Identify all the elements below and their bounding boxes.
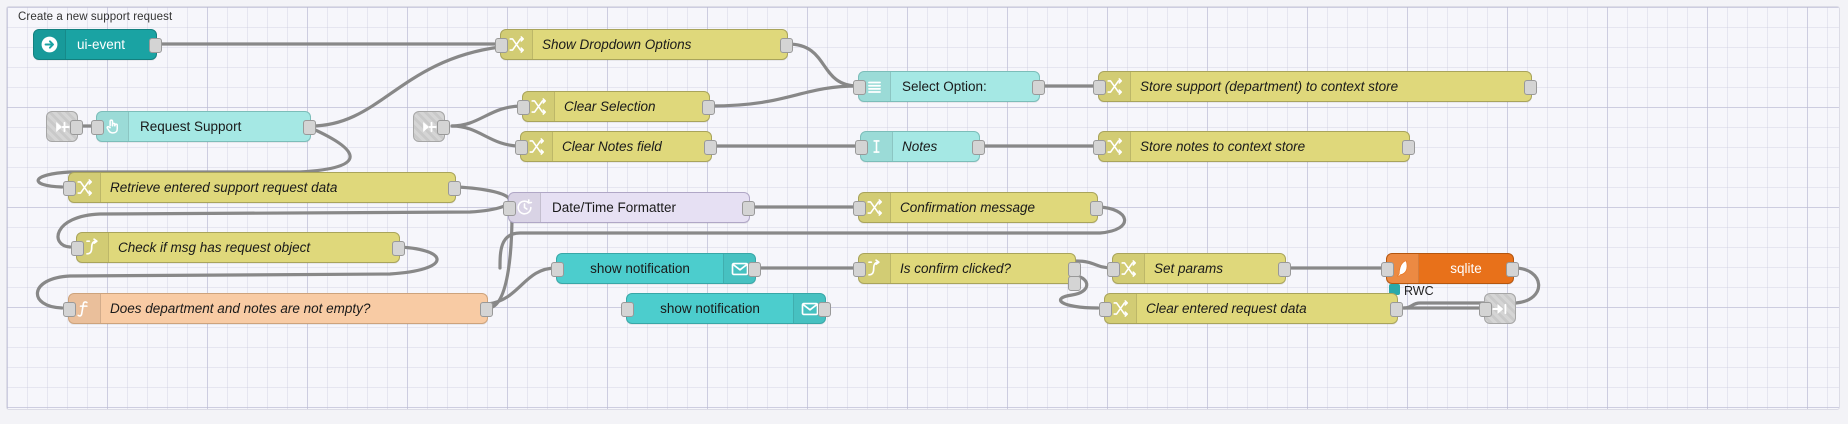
node-label: show notification xyxy=(660,301,760,316)
node-show-notification-1[interactable]: show notification xyxy=(551,253,761,284)
node-does-department-and-notes-are-not-empty[interactable]: Does department and notes are not empty? xyxy=(63,293,493,324)
input-port[interactable] xyxy=(853,261,866,277)
input-port[interactable] xyxy=(853,79,866,95)
output-port[interactable] xyxy=(1524,79,1537,95)
output-port[interactable] xyxy=(704,139,717,155)
output-port[interactable] xyxy=(1506,261,1519,277)
input-port[interactable] xyxy=(1099,301,1112,317)
output-port[interactable] xyxy=(1390,301,1403,317)
node-is-confirm-clicked[interactable]: Is confirm clicked? xyxy=(853,253,1081,291)
flow-title-label: Create a new support request xyxy=(18,11,173,23)
node-label: Date/Time Formatter xyxy=(552,200,677,215)
output-port[interactable] xyxy=(1402,139,1415,155)
output-port[interactable] xyxy=(437,119,450,135)
output-port[interactable] xyxy=(972,139,985,155)
node-label: Store support (department) to context st… xyxy=(1140,79,1399,94)
node-label: Show Dropdown Options xyxy=(542,37,692,52)
output-port[interactable] xyxy=(1278,261,1291,277)
node-link-in-b[interactable] xyxy=(413,111,450,142)
node-show-dropdown-options[interactable]: Show Dropdown Options xyxy=(495,29,793,60)
arrow-right-circle-icon xyxy=(34,30,66,59)
output-port[interactable] xyxy=(780,37,793,53)
input-port[interactable] xyxy=(503,200,516,216)
input-port[interactable] xyxy=(1479,301,1492,317)
input-port[interactable] xyxy=(63,180,76,196)
node-link-in-a[interactable] xyxy=(46,111,83,142)
input-port[interactable] xyxy=(515,139,528,155)
node-store-support-to-context-store[interactable]: Store support (department) to context st… xyxy=(1093,71,1537,102)
node-notes[interactable]: Notes xyxy=(855,131,985,162)
node-label: Select Option: xyxy=(902,79,987,94)
node-label: Request Support xyxy=(140,119,242,134)
node-label: show notification xyxy=(590,261,690,276)
node-retrieve-entered-support-request-data[interactable]: Retrieve entered support request data xyxy=(63,172,461,203)
node-request-support[interactable]: Request Support xyxy=(91,111,316,142)
node-label: Retrieve entered support request data xyxy=(110,180,338,195)
node-label: Does department and notes are not empty? xyxy=(110,301,371,316)
output-port[interactable] xyxy=(149,37,162,53)
node-label: Is confirm clicked? xyxy=(900,261,1012,276)
input-port[interactable] xyxy=(517,99,530,115)
output-port[interactable] xyxy=(742,200,755,216)
output-port[interactable] xyxy=(448,180,461,196)
node-clear-selection[interactable]: Clear Selection xyxy=(517,91,715,122)
input-port[interactable] xyxy=(1381,261,1394,277)
output-port[interactable] xyxy=(1032,79,1045,95)
node-select-option[interactable]: Select Option: xyxy=(853,71,1045,102)
output-port[interactable] xyxy=(1090,200,1103,216)
output-port[interactable] xyxy=(748,261,761,277)
node-label: Clear entered request data xyxy=(1146,301,1307,316)
node-label: Store notes to context store xyxy=(1140,139,1306,154)
node-link-out[interactable] xyxy=(1479,293,1516,324)
input-port[interactable] xyxy=(1107,261,1120,277)
input-port[interactable] xyxy=(1093,139,1106,155)
output-port-1[interactable] xyxy=(1068,262,1081,277)
node-ui-event[interactable]: ui-event xyxy=(33,29,162,60)
output-port-2[interactable] xyxy=(1068,276,1081,291)
node-show-notification-2[interactable]: show notification xyxy=(621,293,831,324)
output-port[interactable] xyxy=(818,301,831,317)
node-clear-notes-field[interactable]: Clear Notes field xyxy=(515,131,717,162)
node-label: Notes xyxy=(902,139,938,154)
output-port[interactable] xyxy=(70,119,83,135)
node-label: sqlite xyxy=(1450,261,1482,276)
input-port[interactable] xyxy=(1093,79,1106,95)
node-confirmation-message[interactable]: Confirmation message xyxy=(853,192,1103,223)
node-sqlite[interactable]: sqlite xyxy=(1381,253,1519,284)
node-clear-entered-request-data[interactable]: Clear entered request data xyxy=(1099,293,1403,324)
node-check-if-msg-has-request-object[interactable]: Check if msg has request object xyxy=(71,232,405,263)
sqlite-status-text: RWC xyxy=(1404,284,1434,298)
node-label: Set params xyxy=(1154,261,1224,276)
input-port[interactable] xyxy=(855,139,868,155)
sqlite-status-dot xyxy=(1389,284,1400,295)
node-set-params[interactable]: Set params xyxy=(1107,253,1291,284)
output-port[interactable] xyxy=(702,99,715,115)
input-port[interactable] xyxy=(91,119,104,135)
node-label: Check if msg has request object xyxy=(118,240,311,255)
output-port[interactable] xyxy=(303,119,316,135)
input-port[interactable] xyxy=(551,261,564,277)
input-port[interactable] xyxy=(621,301,634,317)
node-label: ui-event xyxy=(77,37,126,52)
node-label: Clear Selection xyxy=(564,99,656,114)
node-label: Confirmation message xyxy=(900,200,1036,215)
input-port[interactable] xyxy=(495,37,508,53)
output-port[interactable] xyxy=(392,240,405,256)
node-label: Clear Notes field xyxy=(562,139,662,154)
node-store-notes-to-context-store[interactable]: Store notes to context store xyxy=(1093,131,1415,162)
node-date-time-formatter[interactable]: Date/Time Formatter xyxy=(503,192,755,223)
input-port[interactable] xyxy=(63,301,76,317)
input-port[interactable] xyxy=(71,240,84,256)
output-port[interactable] xyxy=(480,301,493,317)
input-port[interactable] xyxy=(853,200,866,216)
